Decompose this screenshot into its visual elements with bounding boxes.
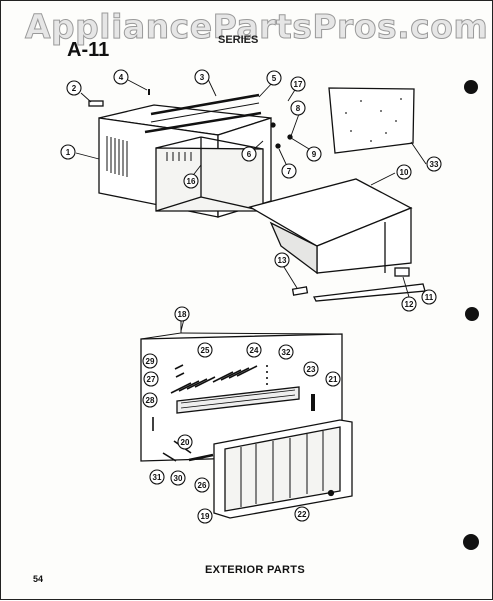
callout-6: 6 [241, 146, 257, 162]
svg-text:31: 31 [153, 473, 162, 482]
svg-text:6: 6 [247, 150, 252, 159]
series-label: SERIES [218, 34, 259, 46]
front-grille-drawing [140, 319, 353, 519]
callout-3: 3 [194, 69, 210, 85]
svg-text:4: 4 [119, 73, 124, 82]
binder-hole-bottom [463, 534, 479, 550]
footer-title: EXTERIOR PARTS [205, 564, 305, 576]
svg-text:16: 16 [187, 177, 196, 186]
cabinet-drawing [88, 89, 272, 218]
svg-text:20: 20 [181, 438, 190, 447]
svg-text:13: 13 [278, 256, 287, 265]
callout-26: 26 [194, 477, 210, 493]
callout-21: 21 [325, 371, 341, 387]
svg-text:10: 10 [400, 168, 409, 177]
svg-text:12: 12 [405, 300, 414, 309]
svg-text:8: 8 [296, 104, 301, 113]
callout-31: 31 [149, 469, 165, 485]
svg-text:9: 9 [312, 150, 317, 159]
svg-text:19: 19 [201, 512, 210, 521]
figure-id: A-11 [67, 39, 110, 61]
svg-text:33: 33 [430, 160, 439, 169]
svg-text:29: 29 [146, 357, 155, 366]
callout-20: 20 [177, 434, 193, 450]
svg-text:22: 22 [298, 510, 307, 519]
svg-text:1: 1 [66, 148, 71, 157]
page-number: 54 [33, 574, 44, 584]
binder-hole-top [464, 80, 478, 94]
callout-13: 13 [274, 252, 290, 268]
svg-text:25: 25 [201, 346, 210, 355]
svg-text:7: 7 [287, 167, 292, 176]
callout-27: 27 [143, 371, 159, 387]
callout-32: 32 [278, 344, 294, 360]
svg-text:27: 27 [147, 375, 156, 384]
callout-4: 4 [113, 69, 129, 85]
svg-text:28: 28 [146, 396, 155, 405]
callout-2: 2 [66, 80, 82, 96]
svg-text:3: 3 [200, 73, 205, 82]
callout-30: 30 [170, 470, 186, 486]
callout-25: 25 [197, 342, 213, 358]
callout-18: 18 [174, 306, 190, 322]
callout-23: 23 [303, 361, 319, 377]
callout-9: 9 [306, 146, 322, 162]
svg-text:23: 23 [307, 365, 316, 374]
svg-text:24: 24 [250, 346, 259, 355]
callout-16: 16 [183, 173, 199, 189]
callout-22: 22 [294, 506, 310, 522]
svg-text:21: 21 [329, 375, 338, 384]
svg-text:26: 26 [198, 481, 207, 490]
callout-24: 24 [246, 342, 262, 358]
callout-29: 29 [142, 353, 158, 369]
watermark: AppliancePartsPros.com [24, 7, 489, 47]
svg-text:32: 32 [282, 348, 291, 357]
cover-drawing [248, 87, 426, 302]
callout-8: 8 [290, 100, 306, 116]
svg-text:2: 2 [72, 84, 77, 93]
callout-5: 5 [266, 70, 282, 86]
callout-12: 12 [401, 296, 417, 312]
svg-text:18: 18 [178, 310, 187, 319]
svg-text:30: 30 [174, 474, 183, 483]
callout-7: 7 [281, 163, 297, 179]
callout-19: 19 [197, 508, 213, 524]
callout-17: 17 [290, 76, 306, 92]
callout-10: 10 [396, 164, 412, 180]
svg-text:17: 17 [294, 80, 303, 89]
svg-text:11: 11 [425, 293, 434, 302]
callout-1: 1 [60, 144, 76, 160]
callout-11: 11 [421, 289, 437, 305]
svg-text:5: 5 [272, 74, 277, 83]
callout-28: 28 [142, 392, 158, 408]
callout-33: 33 [426, 156, 442, 172]
binder-hole-middle [465, 307, 479, 321]
